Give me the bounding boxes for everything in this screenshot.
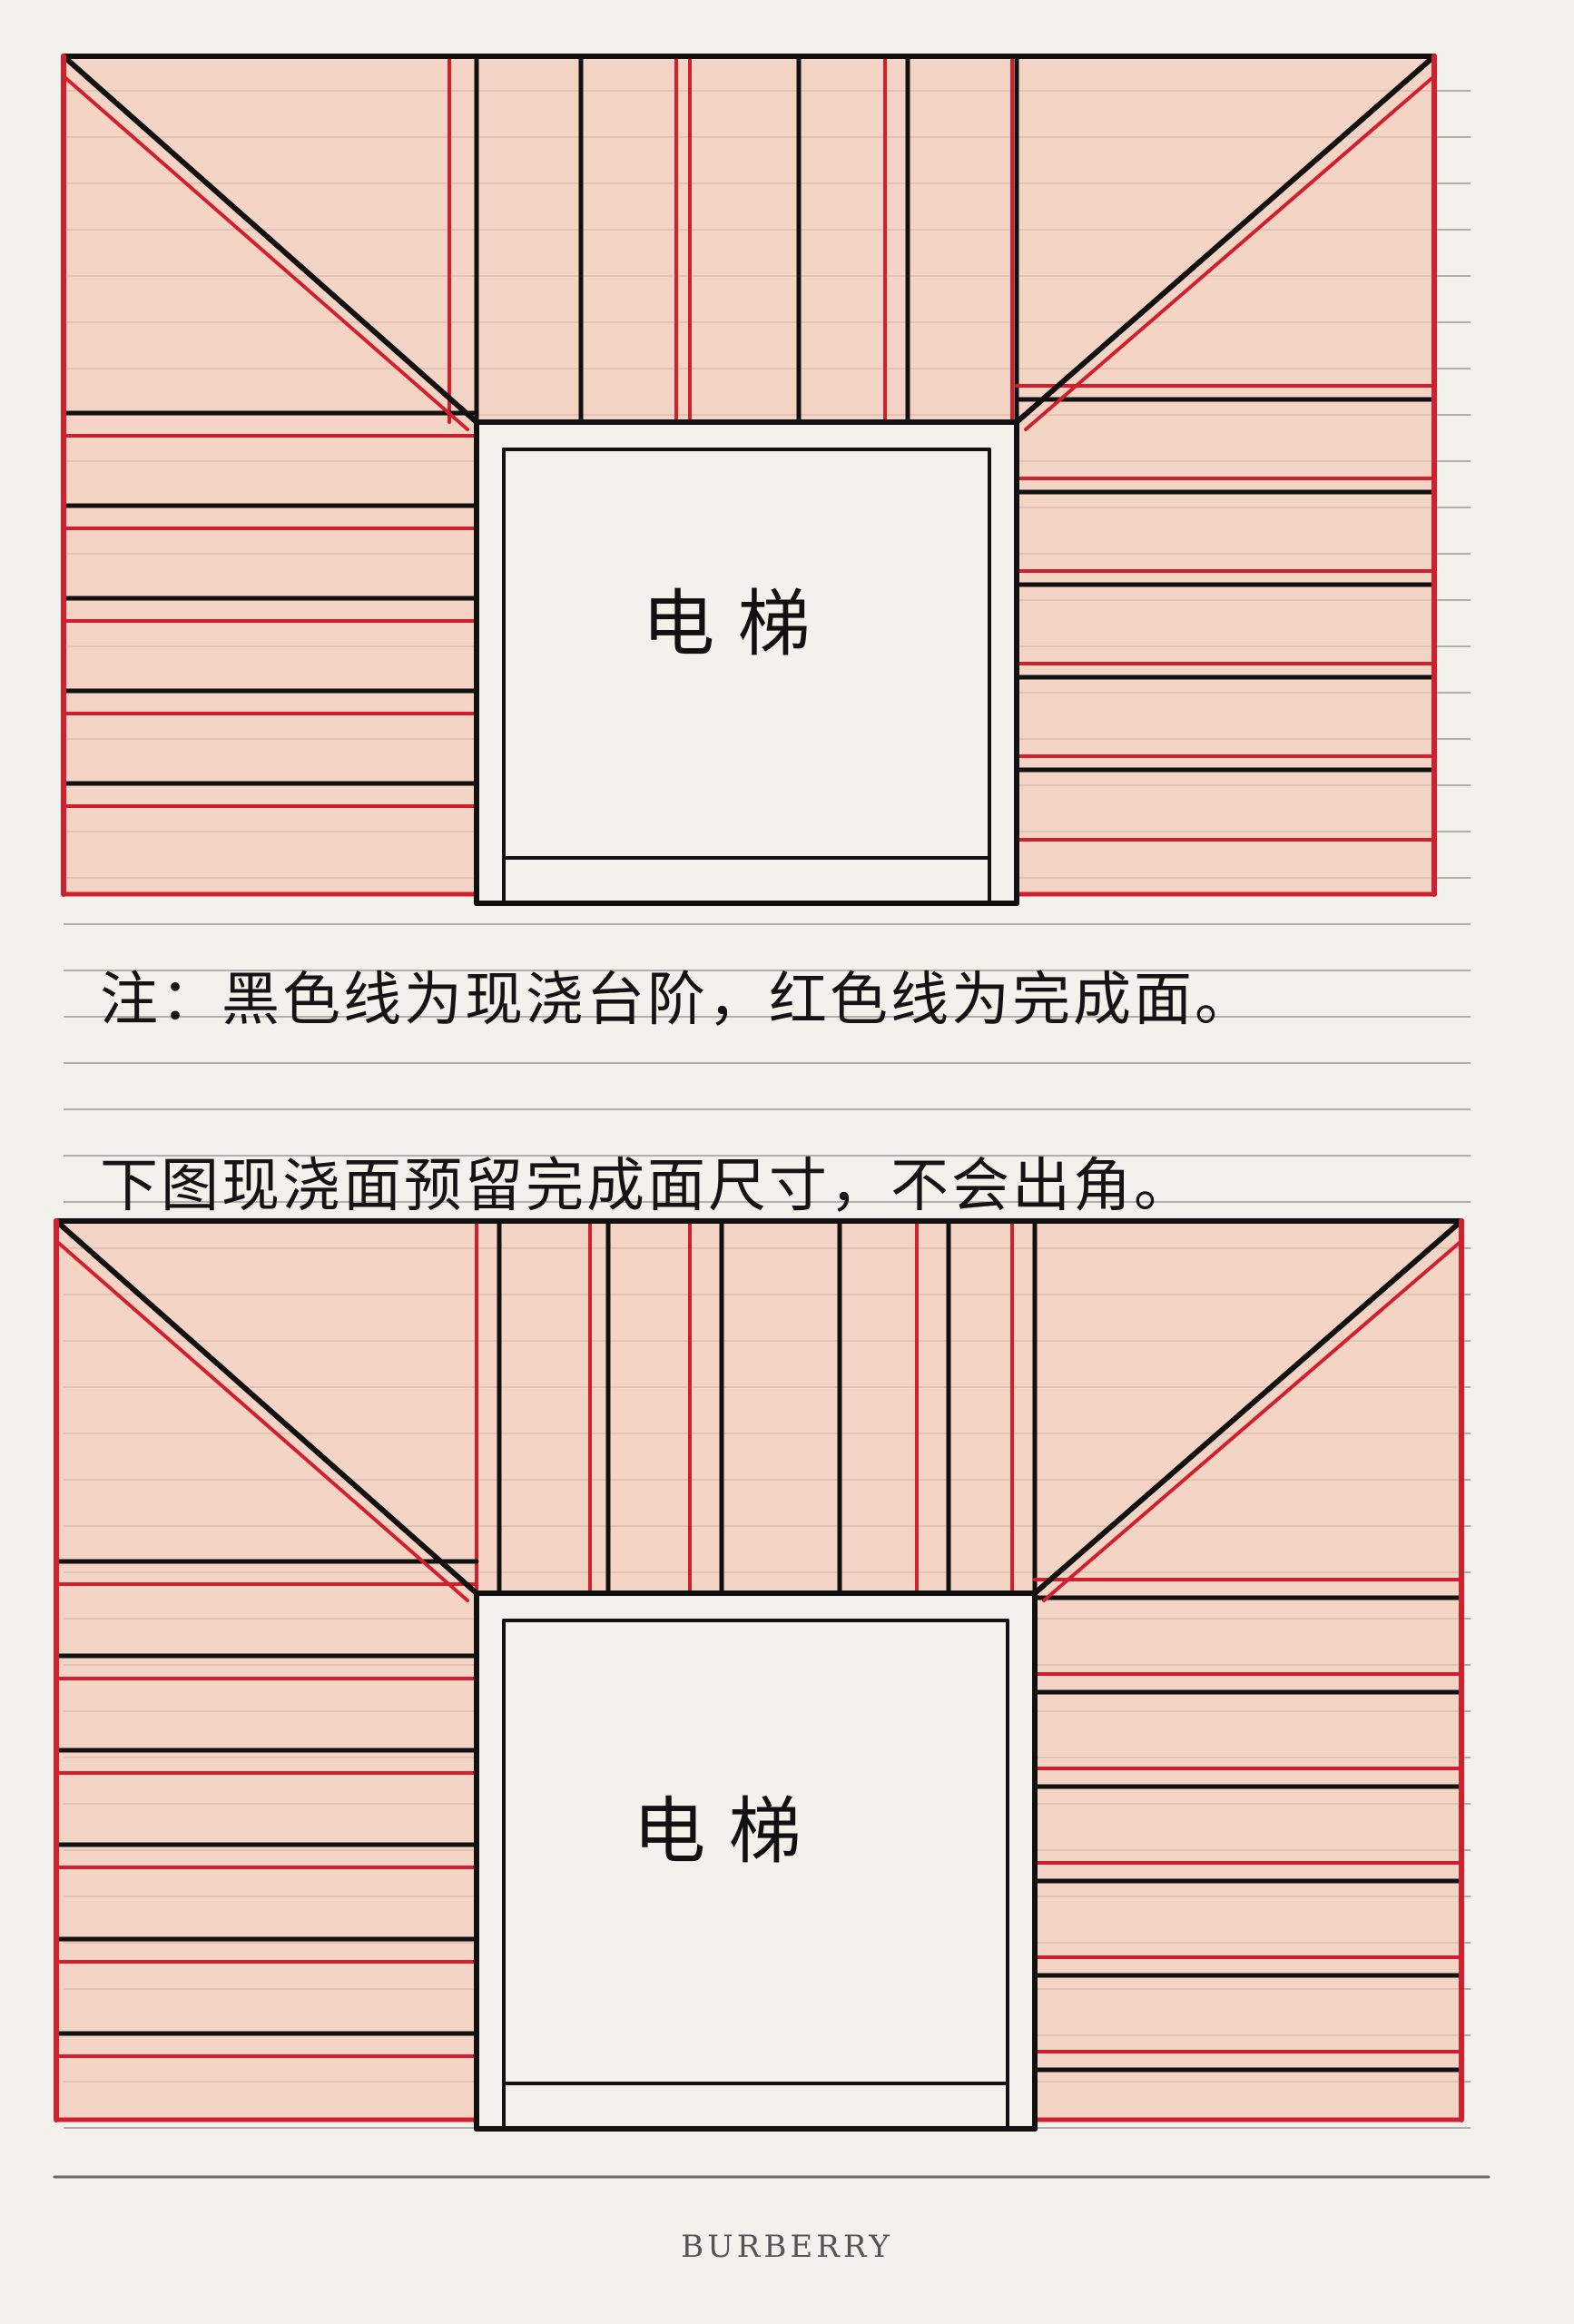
cast-diagonal-left [61,54,479,425]
cast-diagonal-right [1014,54,1437,425]
elevator-label-top: 电 梯 [642,582,810,666]
finish-diagonal-right [1042,1239,1463,1602]
fill-left-flight [56,1221,477,2120]
fill-landing [477,1221,1035,1593]
elevator-shaft [477,422,1017,894]
fill-right-flight [1017,56,1434,894]
brand-mark: BURBERRY [681,2229,893,2265]
elevator-label-bottom: 电 梯 [633,1789,801,1874]
finish-diagonal-left [54,1239,469,1602]
finish-diagonal-left [62,74,469,431]
elevator-shaft [477,1593,1035,2120]
note-line-1: 注：黑色线为现浇台阶，红色线为完成面。 [100,967,1255,1034]
note-line-2: 下图现浇面预留完成面尺寸，不会出角。 [100,1153,1195,1220]
finish-diagonal-right [1024,74,1436,431]
cast-diagonal-right [1032,1218,1464,1596]
fill-left-flight [64,56,477,894]
fill-right-flight [1035,1221,1461,2120]
cast-diagonal-left [54,1218,479,1596]
fill-landing [477,56,1017,422]
